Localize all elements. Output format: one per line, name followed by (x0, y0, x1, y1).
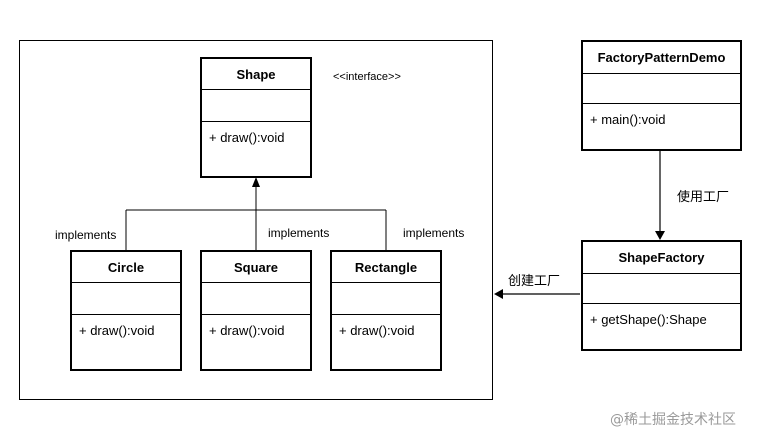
class-rectangle: Rectangle + draw():void (330, 250, 442, 371)
class-rectangle-attributes (332, 283, 440, 315)
watermark: @稀土掘金技术社区 (610, 412, 736, 428)
class-shape-name: Shape (202, 59, 310, 90)
class-circle-name: Circle (72, 252, 180, 283)
class-factory-method: + getShape():Shape (590, 311, 707, 327)
class-factory-pattern-demo: FactoryPatternDemo + main():void (581, 40, 742, 151)
uses-factory-label: 使用工厂 (677, 190, 730, 205)
class-factory-attributes (583, 274, 740, 304)
class-square: Square + draw():void (200, 250, 312, 371)
uses-factory-arrowhead (655, 231, 665, 240)
class-demo-method: + main():void (590, 111, 666, 127)
interface-stereotype: <<interface>> (333, 71, 401, 83)
implements-label-circle: implements (55, 228, 117, 242)
implements-label-rectangle: implements (403, 226, 465, 240)
package-frame (19, 40, 493, 400)
class-square-method: + draw():void (209, 322, 285, 338)
creates-factory-label: 创建工厂 (508, 274, 561, 289)
class-shape-method: + draw():void (209, 129, 285, 145)
creates-factory-arrowhead (494, 289, 503, 299)
class-shape-factory: ShapeFactory + getShape():Shape (581, 240, 742, 351)
class-shape-attributes (202, 90, 310, 122)
class-circle-attributes (72, 283, 180, 315)
implements-arrowhead (252, 177, 260, 187)
class-demo-attributes (583, 74, 740, 104)
class-rectangle-name: Rectangle (332, 252, 440, 283)
class-factory-name: ShapeFactory (583, 242, 740, 274)
class-circle-method: + draw():void (79, 322, 155, 338)
class-square-attributes (202, 283, 310, 315)
class-shape: Shape + draw():void (200, 57, 312, 178)
class-square-name: Square (202, 252, 310, 283)
class-rectangle-method: + draw():void (339, 322, 415, 338)
class-demo-name: FactoryPatternDemo (583, 42, 740, 74)
class-circle: Circle + draw():void (70, 250, 182, 371)
implements-label-square: implements (268, 226, 330, 240)
